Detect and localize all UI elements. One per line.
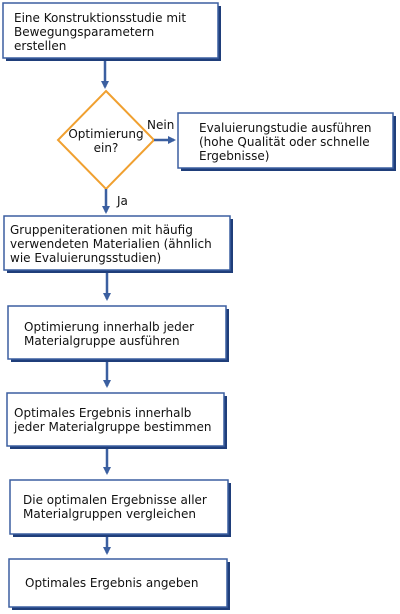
report-optimal-label: Optimales Ergebnis angeben: [25, 576, 199, 590]
evaluation-box: [177, 112, 394, 169]
compare-results-label: Die optimalen Ergebnisse aller Materialg…: [23, 493, 207, 521]
determine-optimal-label: Optimales Ergebnis innerhalb jeder Mater…: [14, 406, 212, 434]
run-optimization-label: Optimierung innerhalb jeder Materialgrup…: [24, 320, 195, 348]
run-optimization-box: [7, 305, 227, 360]
determine-optimal-box: [6, 392, 225, 447]
no-label: Nein: [147, 118, 175, 132]
compare-results-box: [9, 479, 229, 535]
report-optimal-box: [8, 558, 228, 608]
yes-label: Ja: [117, 194, 128, 208]
create-study-box: [2, 2, 219, 59]
group-iterations-label: Gruppeniterationen mit häufig verwendete…: [10, 223, 212, 265]
evaluation-label: Evaluierungstudie ausführen (hohe Qualit…: [199, 121, 372, 163]
group-iterations-box: [3, 215, 231, 271]
decision-label: Optimierung ein?: [68, 127, 144, 155]
create-study-label: Eine Konstruktionsstudie mit Bewegungspa…: [14, 11, 187, 53]
